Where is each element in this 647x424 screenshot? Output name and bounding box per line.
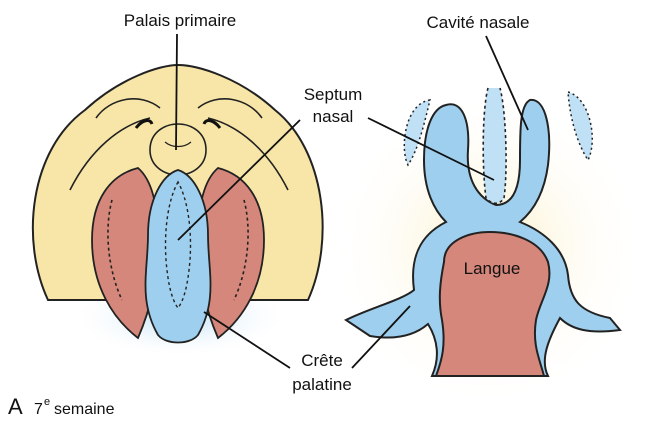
leader-palais-primaire [176, 34, 177, 150]
tongue [436, 232, 549, 376]
label-cavite-nasale: Cavité nasale [426, 13, 529, 32]
caption-letter: A [8, 394, 23, 419]
caption-superscript: e [44, 396, 50, 408]
label-crete-line2: palatine [292, 375, 352, 394]
label-septum-line2: nasal [313, 107, 354, 126]
nasal-septum-section [483, 88, 506, 203]
palate-figure [33, 65, 323, 358]
label-langue: Langue [464, 259, 521, 278]
primary-palate [150, 124, 206, 175]
label-septum-line1: Septum [304, 85, 363, 104]
caption-number: 7 [34, 401, 43, 418]
nasal-septum-palate [146, 170, 211, 343]
figure-caption: A 7 e semaine [8, 394, 115, 419]
label-palais-primaire: Palais primaire [124, 11, 236, 30]
label-crete-line1: Crête [301, 351, 343, 370]
coronal-section-figure [328, 88, 647, 410]
caption-rest: semaine [54, 401, 115, 418]
